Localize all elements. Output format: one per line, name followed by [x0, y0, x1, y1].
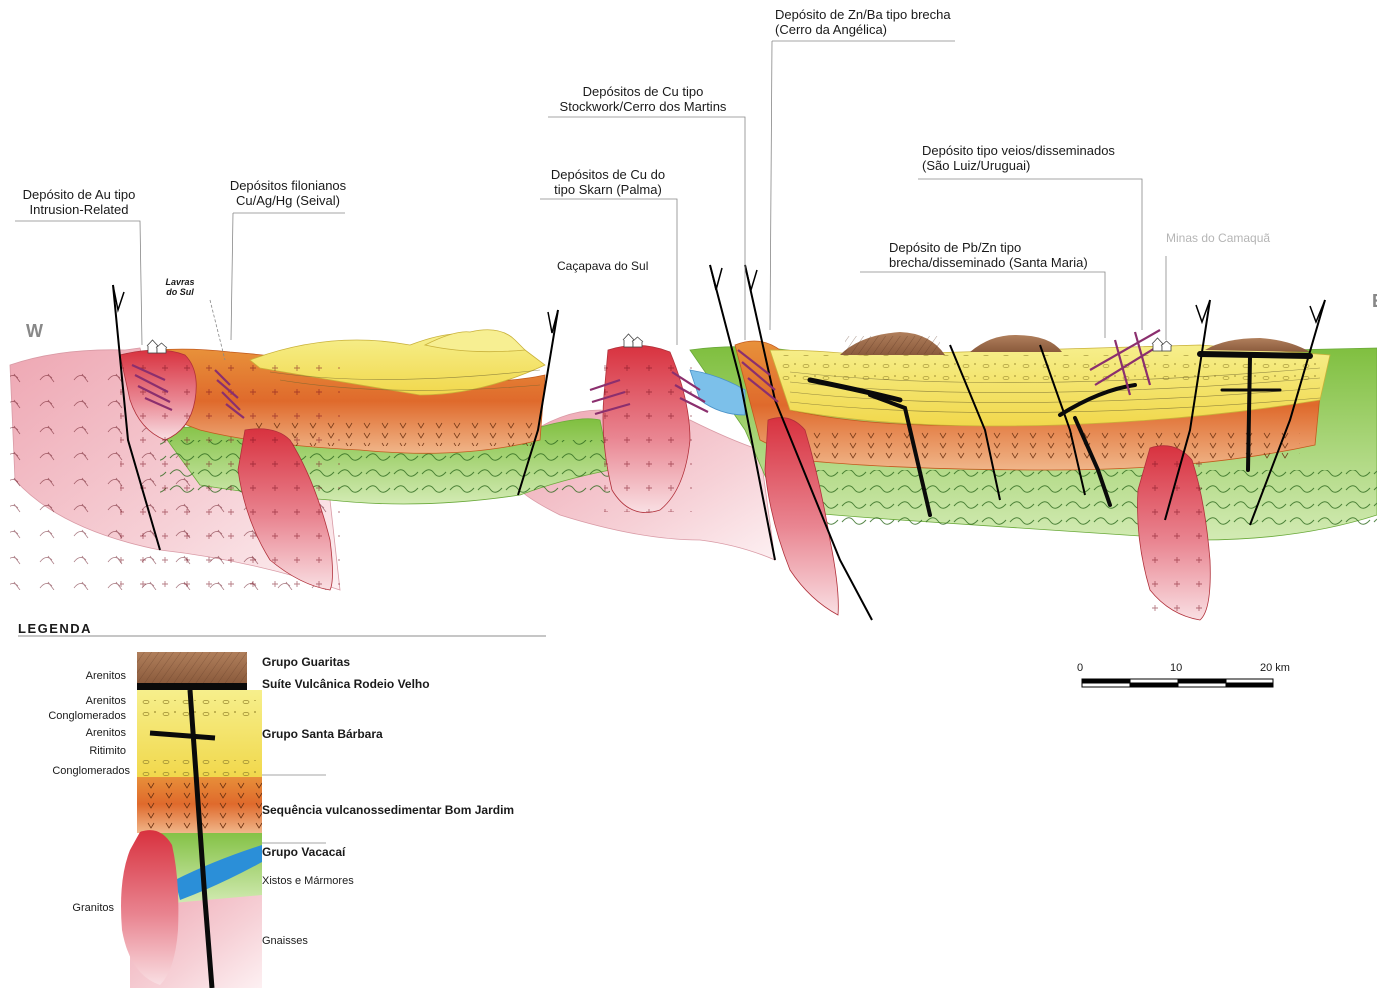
callout-seival: Depósitos filonianosCu/Ag/Hg (Seival): [212, 178, 364, 208]
legend-title: LEGENDA: [18, 621, 92, 636]
callout-au: Depósito de Au tipoIntrusion-Related: [10, 187, 148, 217]
callout-palma: Depósitos de Cu dotipo Skarn (Palma): [534, 167, 682, 197]
legend-unit-label: Sequência vulcanossedimentar Bom Jardim: [262, 803, 514, 818]
callout-santamaria: Depósito de Pb/Zn tipobrecha/disseminado…: [889, 240, 1088, 270]
legend-pebbles-2: [137, 760, 262, 776]
legend-rock-label: Arenitos: [20, 694, 126, 709]
guaritas-cap-2: [970, 335, 1062, 352]
town-label-minas: Minas do Camaquã: [1166, 231, 1270, 246]
legend-unit-label: Suíte Vulcânica Rodeio Velho: [262, 677, 430, 692]
vv-texture-east: [800, 430, 1300, 460]
legend-rock-label: Ritimito: [20, 744, 126, 759]
legend-rock-label: Conglomerados: [20, 764, 130, 779]
guaritas-cap-3: [1205, 338, 1310, 352]
callout-saoluiz: Depósito tipo veios/disseminados(São Lui…: [922, 143, 1115, 173]
town-marker-cacapava: [623, 334, 643, 347]
legend-pebbles: [137, 700, 262, 720]
west-label: W: [26, 324, 43, 339]
legend-unit-label: Grupo Santa Bárbara: [262, 727, 383, 742]
town-label-cacapava: Caçapava do Sul: [557, 259, 648, 274]
legend-rock-label: Arenitos: [20, 669, 126, 684]
legend-guaritas-hatch: [137, 652, 247, 684]
scale-bar: [1082, 679, 1273, 687]
granite-plus-texture-3: [1138, 450, 1212, 620]
legend-unit-label: Grupo Guaritas: [262, 655, 350, 670]
scale-tick-10: 10: [1170, 661, 1182, 676]
town-marker-minas: [1152, 338, 1172, 351]
callout-angelica: Depósito de Zn/Ba tipo brecha(Cerro da A…: [775, 7, 951, 37]
callout-martins: Depósitos de Cu tipoStockwork/Cerro dos …: [546, 84, 740, 114]
scale-tick-20: 20 km: [1260, 661, 1290, 676]
legend-subunit-label: Gnaisses: [262, 934, 308, 949]
scale-tick-0: 0: [1077, 661, 1083, 676]
legend-rock-label: Conglomerados: [20, 709, 126, 724]
pebble-texture: [780, 355, 1320, 385]
schist-texture-east: [790, 470, 1377, 525]
legend-subunit-label: Xistos e Mármores: [262, 874, 354, 889]
guaritas-hatch-1: [845, 336, 940, 354]
town-marker-lavras: [147, 340, 167, 353]
legend-rock-label: Arenitos: [20, 726, 126, 741]
legend-unit-label: Grupo Vacacaí: [262, 845, 345, 860]
east-label: E: [1372, 294, 1377, 309]
legend-rock-label: Granitos: [20, 901, 114, 916]
cross-section: [10, 41, 1377, 687]
legend-granite: [121, 830, 178, 985]
legend-rodeio-velho: [137, 683, 247, 690]
town-label-lavras: Lavrasdo Sul: [160, 277, 200, 297]
